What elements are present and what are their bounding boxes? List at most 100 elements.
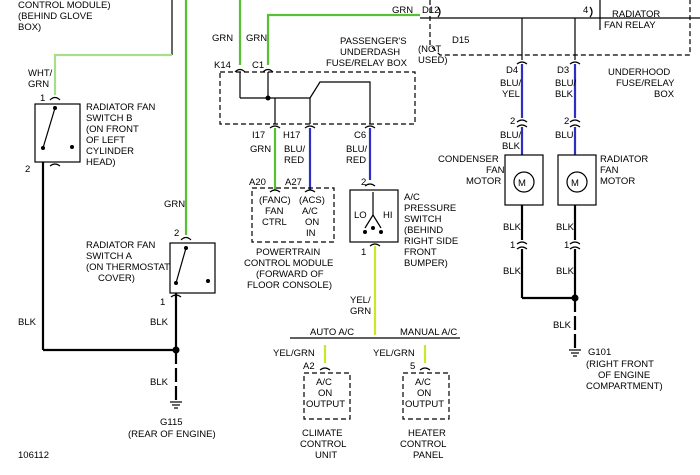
switch-b-label-1: RADIATOR FAN (86, 102, 155, 113)
switch-b-connector-bottom (49, 163, 61, 167)
switch-a-label-1: RADIATOR FAN (86, 240, 155, 251)
switch-a-body (169, 242, 216, 294)
connector-h17: H17 (283, 130, 300, 141)
switch-a-label-4: COVER) (98, 273, 135, 284)
manual-ac-unit-1: HEATER (408, 428, 446, 439)
condenser-motor-symbol (513, 171, 535, 193)
condenser-label-2: FAN (486, 165, 505, 176)
passenger-box-label-1: PASSENGER'S (340, 36, 407, 47)
pressure-label-4: (BEHIND (404, 225, 443, 236)
d4-connector (516, 61, 528, 65)
wire-blu-blk-2: BLK (555, 89, 574, 100)
g101-location-2: OF ENGINE (598, 370, 650, 381)
c1-connector (262, 68, 274, 73)
yel-grn-label-1: YEL/ (350, 295, 371, 306)
fan-relay-label-1: RADIATOR (612, 9, 660, 20)
ground-location: (REAR OF ENGINE) (128, 429, 216, 440)
connector-d15: D15 (452, 35, 469, 46)
pcm-fanc-1: (FANC) (259, 195, 291, 206)
ground-blk-label-3: BLK (150, 377, 169, 388)
switch-b-contact (42, 107, 56, 149)
manual-ac-out-3: OUTPUT (405, 399, 444, 410)
auto-ac-unit-1: CLIMATE (302, 428, 342, 439)
condenser-connector-bottom-b (516, 246, 528, 250)
connector-k14: K14 (214, 60, 231, 71)
pressure-connector-bottom (369, 243, 381, 247)
heater-control-panel (402, 372, 450, 420)
wire-blu-yel-1: BLU/ (500, 78, 521, 89)
switch-b-label-3: (ON FRONT (86, 124, 139, 135)
auto-ac-label: AUTO A/C (310, 327, 354, 338)
condenser-label-1: CONDENSER (438, 154, 499, 165)
switch-b-dot-1 (53, 106, 57, 110)
pressure-pin2: 2 (361, 177, 366, 188)
k14-connector (234, 68, 246, 73)
pressure-contact-lo (364, 214, 374, 229)
c6-connector (364, 125, 376, 129)
connector-c1: C1 (252, 60, 264, 71)
manual-ac-label: MANUAL A/C (400, 327, 457, 338)
switch-b-label-5: CYLINDER (86, 146, 134, 157)
pressure-label-7: BUMPER) (404, 258, 448, 269)
underhood-box-outline (429, 0, 691, 56)
pressure-label-2: PRESSURE (404, 203, 456, 214)
pressure-lo: LO (354, 210, 367, 221)
manual-ac-unit-3: PANEL (413, 450, 443, 461)
switch-a-label-2: SWITCH A (86, 251, 133, 262)
motor-blk-1: BLK (503, 222, 522, 233)
switch-b-dot-2 (41, 146, 45, 150)
switch-a-label-3: (ON THERMOSTAT (86, 262, 170, 273)
radiator-pin1: 1 (564, 240, 569, 251)
pcm-acs-2: A/C (302, 206, 318, 217)
condenser-connector-bottom-a (516, 241, 528, 245)
d3-connector (569, 61, 581, 65)
wire-blu: BLU (555, 130, 574, 141)
switch-a-dot-1 (184, 246, 188, 250)
condenser-connector-top-b (516, 124, 528, 128)
pcm-fanc-2: FAN (265, 206, 284, 217)
switch-a-connector-top (180, 236, 192, 241)
pcm-label-2: CONTROL MODULE (244, 258, 333, 269)
auto-ac-unit-3: UNIT (315, 450, 337, 461)
passenger-box-label-2: UNDERDASH (340, 47, 400, 58)
switch-b-wire-label: WHT/ (28, 68, 53, 79)
ground-blk-label-2: BLK (150, 317, 169, 328)
radiator-motor-body (557, 154, 597, 206)
pressure-contact-hi (372, 214, 382, 229)
pcm-acs-1: (ACS) (299, 195, 325, 206)
condenser-label-3: MOTOR (466, 176, 501, 187)
pressure-pin1: 1 (361, 247, 366, 258)
pressure-label-3: SWITCH (404, 214, 442, 225)
passenger-box-label-3: FUSE/RELAY BOX (326, 58, 408, 69)
connector-d4: D4 (506, 65, 518, 76)
condenser-motor-m: M (518, 178, 526, 189)
h17-connector (304, 125, 316, 129)
manual-ac-wire-label: YEL/GRN (373, 348, 415, 359)
switch-a-pin2: 2 (174, 228, 179, 239)
radiator-connector-bottom-b (569, 246, 581, 250)
motor-blk-4: BLK (556, 266, 575, 277)
wire-label-grn-top: GRN (392, 5, 413, 16)
pcm-label-4: FLOOR CONSOLE) (247, 280, 332, 291)
auto-ac-out-1: A/C (316, 377, 332, 388)
condenser-connector-top-a (516, 119, 528, 123)
radiator-pin2: 2 (564, 116, 569, 127)
manual-ac-unit-2: CONTROL (400, 439, 446, 450)
pressure-label-6: FRONT (404, 247, 437, 258)
box-internal-5 (309, 81, 371, 124)
i17-connector (269, 125, 281, 129)
switch-a-dot-2 (174, 281, 178, 285)
auto-ac-out-2: ON (318, 388, 332, 399)
pressure-dot-3 (379, 230, 383, 234)
manual-ac-connector (419, 367, 431, 371)
pressure-label-1: A/C (404, 192, 420, 203)
underhood-label-3: BOX (654, 89, 675, 100)
radiator-motor-label-2: FAN (600, 165, 619, 176)
manual-ac-out-2: ON (417, 388, 431, 399)
not-used-label-2: USED) (418, 55, 448, 66)
top-left-label-1: CONTROL MODULE) (18, 0, 111, 11)
pcm-label-1: POWERTRAIN (256, 247, 320, 258)
top-left-label-3: BOX) (18, 22, 41, 33)
not-used-label-1: (NOT (418, 44, 441, 55)
switch-b-label-2: SWITCH B (86, 113, 132, 124)
